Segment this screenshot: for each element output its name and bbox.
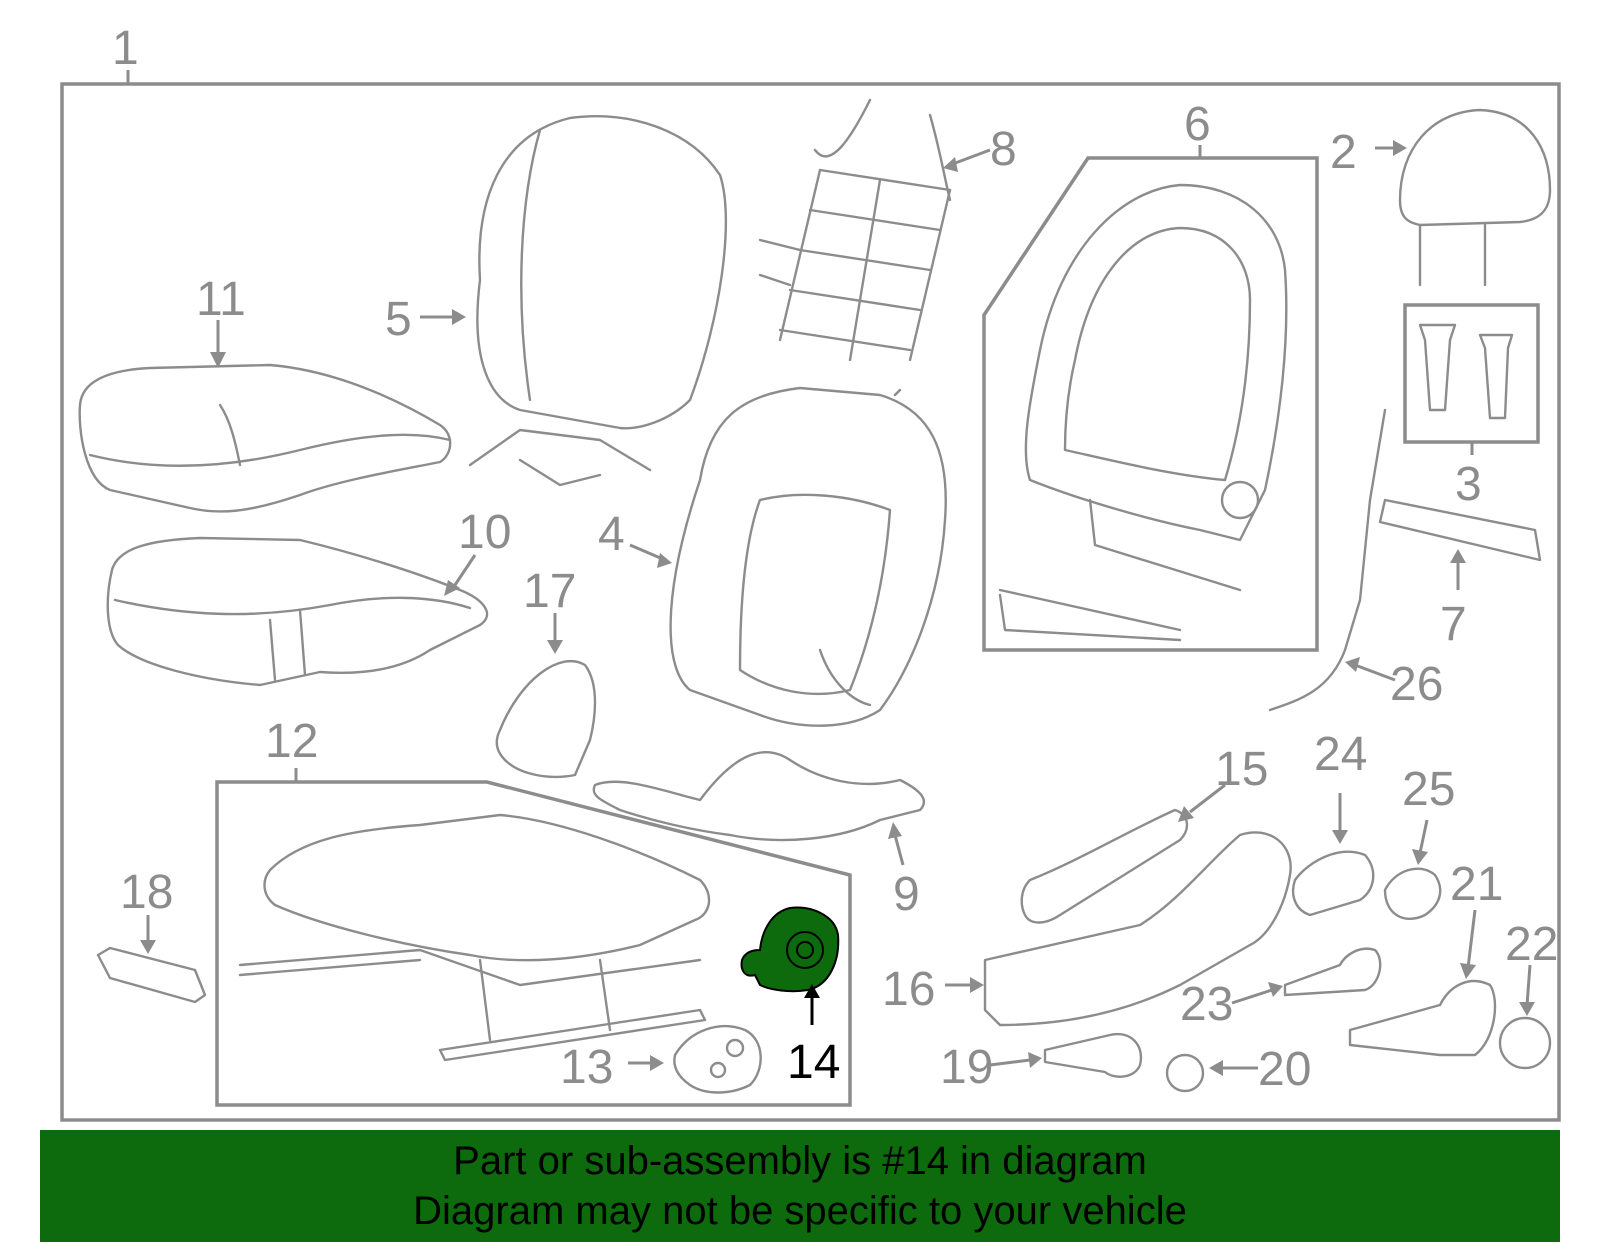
label-23: 23 xyxy=(1180,978,1233,1031)
label-15: 15 xyxy=(1215,743,1268,796)
label-26: 26 xyxy=(1390,658,1443,711)
part-4-back-cover xyxy=(669,386,947,727)
part-5-back-pad xyxy=(468,115,728,487)
part-17-side-shield xyxy=(495,659,597,779)
part-8-wire-frame xyxy=(758,98,952,397)
label-9: 9 xyxy=(893,868,920,921)
label-3: 3 xyxy=(1455,458,1482,511)
part-23-handle xyxy=(1283,947,1382,997)
label-11: 11 xyxy=(196,273,246,326)
label-12: 12 xyxy=(265,715,318,768)
info-banner: Part or sub-assembly is #14 in diagram D… xyxy=(40,1130,1560,1242)
part-9-spring-mat xyxy=(592,750,926,842)
label-19: 19 xyxy=(940,1041,993,1094)
part-26-cable xyxy=(1268,408,1387,712)
part-13-motor xyxy=(673,1025,762,1094)
label-5: 5 xyxy=(385,293,412,346)
part-12-seat-track xyxy=(238,813,711,1062)
label-7: 7 xyxy=(1440,598,1467,651)
label-13: 13 xyxy=(560,1041,613,1094)
label-8: 8 xyxy=(990,123,1017,176)
part-22-cap xyxy=(1498,1016,1552,1070)
part-20-clip xyxy=(1165,1053,1205,1093)
label-17: 17 xyxy=(523,565,576,618)
part-6-back-frame xyxy=(998,183,1288,642)
banner-line-2: Diagram may not be specific to your vehi… xyxy=(413,1189,1187,1233)
assembly-frame-box xyxy=(60,82,1561,1122)
label-1: 1 xyxy=(112,22,139,75)
label-6: 6 xyxy=(1184,98,1211,151)
label-22: 22 xyxy=(1505,918,1558,971)
part-14-highlighted xyxy=(740,906,840,993)
label-10: 10 xyxy=(458,506,511,559)
part-24-knob xyxy=(1291,850,1375,917)
part-10-cushion-cover xyxy=(106,536,489,687)
label-2: 2 xyxy=(1330,126,1357,179)
part-16-outer-shield xyxy=(983,831,1292,1027)
label-21: 21 xyxy=(1450,858,1503,911)
part-11-cushion-pad xyxy=(78,363,452,513)
part-6-box xyxy=(982,156,1319,652)
part-2-headrest xyxy=(1398,108,1552,287)
label-18: 18 xyxy=(120,866,173,919)
part-21-lever xyxy=(1348,979,1497,1057)
part-7-bracket xyxy=(1378,498,1542,562)
part-18-small-cover xyxy=(96,946,207,1004)
part-19-handle xyxy=(1043,1032,1143,1078)
part-3-guides xyxy=(1418,323,1514,420)
part-25-cap xyxy=(1383,867,1442,920)
label-25: 25 xyxy=(1402,763,1455,816)
part-12-box xyxy=(215,780,852,1107)
label-14: 14 xyxy=(787,1036,840,1089)
label-24: 24 xyxy=(1314,728,1367,781)
banner-line-1: Part or sub-assembly is #14 in diagram xyxy=(453,1139,1147,1183)
label-4: 4 xyxy=(598,508,625,561)
label-16: 16 xyxy=(882,963,935,1016)
label-20: 20 xyxy=(1258,1043,1311,1096)
part-15-inner-shield xyxy=(1020,808,1189,924)
